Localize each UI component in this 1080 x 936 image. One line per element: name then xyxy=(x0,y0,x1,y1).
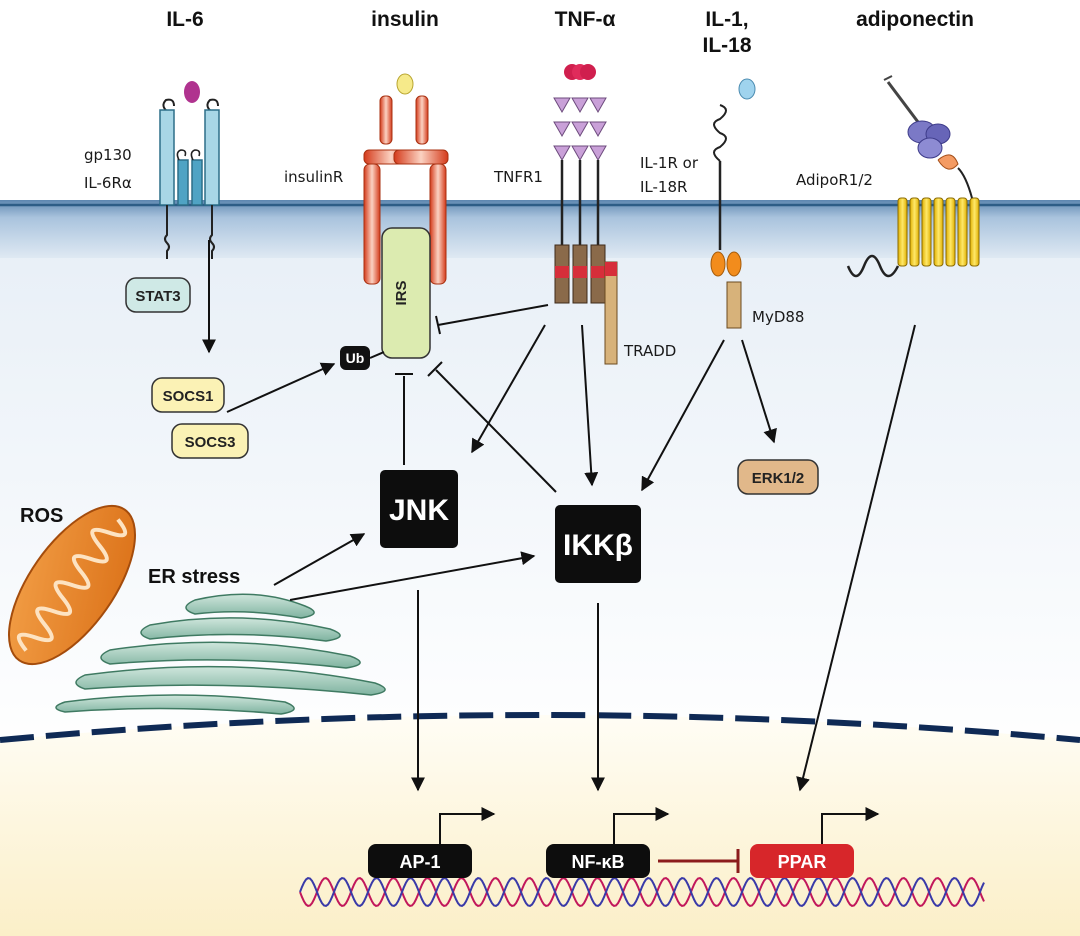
nuclear-envelope xyxy=(0,712,1080,743)
er-stress-label: ER stress xyxy=(148,566,240,588)
insulinr-label: insulinR xyxy=(284,168,343,186)
adipor-label: AdipoR1/2 xyxy=(796,171,873,189)
il6-receptor xyxy=(159,81,220,259)
endoplasmic-reticulum xyxy=(55,593,386,715)
jnk-box xyxy=(380,470,458,548)
tradd-label: TRADD xyxy=(623,342,676,360)
erk-label: ERK1/2 xyxy=(752,470,805,487)
socs3-label: SOCS3 xyxy=(185,434,236,451)
stat3-label: STAT3 xyxy=(135,288,180,305)
ap1-label: AP-1 xyxy=(399,852,440,872)
inhibition-lines xyxy=(395,304,557,493)
tnfr1-receptor xyxy=(553,64,607,304)
ligand-il6-label: IL-6 xyxy=(166,8,203,31)
signaling-arrows xyxy=(202,240,916,792)
socs1-box xyxy=(151,377,225,413)
socs3-box xyxy=(171,423,249,459)
il1r-label-line2: IL-18R xyxy=(640,178,687,196)
tnfr1-label: TNFR1 xyxy=(493,168,543,186)
gp130-label: gp130 xyxy=(84,146,132,164)
ap1-box xyxy=(368,844,472,878)
nfkb-box xyxy=(546,844,650,878)
socs1-label: SOCS1 xyxy=(163,388,214,405)
jnk-label: JNK xyxy=(389,494,449,527)
myd88-label: MyD88 xyxy=(752,308,804,326)
ikkb-label: IKKβ xyxy=(563,529,633,562)
ligand-tnfa-label: TNF-α xyxy=(555,8,616,31)
ppar-label: PPAR xyxy=(778,852,827,872)
ros-label: ROS xyxy=(20,505,63,527)
ub-link xyxy=(369,351,385,359)
ligand-adiponectin-label: adiponectin xyxy=(856,8,974,31)
tradd-death-domain xyxy=(605,262,617,276)
nfkb-label: NF-κB xyxy=(571,852,624,872)
mitochondrion xyxy=(8,504,136,666)
il1r-label-line1: IL-1R or xyxy=(640,154,699,172)
tradd-bar xyxy=(604,261,618,365)
irs-label: IRS xyxy=(393,280,410,305)
ligand-il18-label: IL-18 xyxy=(702,34,751,57)
ub-label: Ub xyxy=(346,350,365,366)
stat3-box xyxy=(125,277,191,313)
ikkb-box xyxy=(555,505,641,583)
ub-box xyxy=(340,346,370,370)
dna-helix xyxy=(299,877,985,907)
insulin-receptor xyxy=(363,73,449,285)
promoter-arrows xyxy=(439,807,880,848)
erk-box xyxy=(737,459,819,495)
ligand-insulin-label: insulin xyxy=(371,8,439,31)
ligand-il1-label: IL-1, xyxy=(705,8,748,31)
nucleus xyxy=(0,715,1080,936)
ppar-box xyxy=(750,844,854,878)
il6ra-label: IL-6Rα xyxy=(84,174,132,192)
adipor-receptor xyxy=(846,75,980,278)
irs-box xyxy=(381,227,431,359)
il1r-receptor xyxy=(710,78,756,329)
